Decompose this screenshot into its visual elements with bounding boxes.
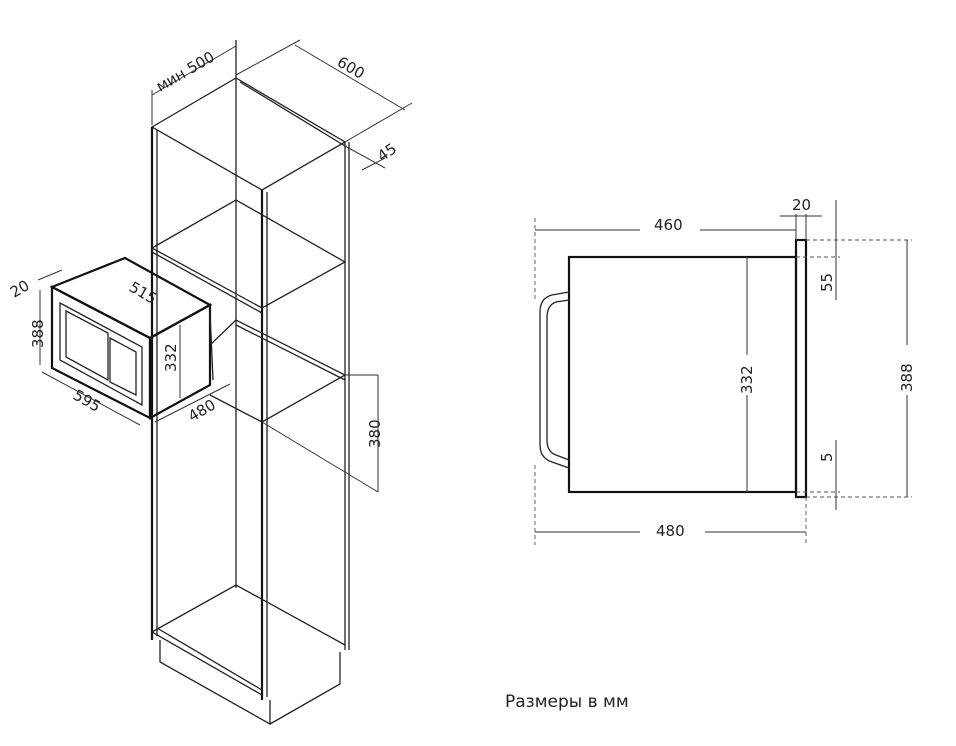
- dim-label-380: 380: [366, 419, 384, 448]
- dim-label-388: 388: [29, 319, 47, 348]
- side-label-5: 5: [818, 452, 836, 462]
- dim-label-515: 515: [126, 278, 160, 308]
- units-caption: Размеры в мм: [505, 692, 629, 712]
- dim-label-min500: мин 500: [153, 48, 218, 96]
- microwave-iso: 388 20 515 332 595 480: [7, 256, 231, 426]
- dim-label-480-iso: 480: [185, 396, 219, 426]
- side-label-20: 20: [792, 196, 811, 214]
- dim-label-332: 332: [162, 343, 180, 372]
- side-label-55: 55: [818, 273, 836, 292]
- side-label-332: 332: [738, 365, 756, 394]
- side-label-460: 460: [654, 216, 683, 234]
- cabinet: мин 500 600 45 380: [150, 39, 413, 726]
- side-label-388: 388: [898, 363, 916, 392]
- side-view: 460 20 55 332 388 5 480: [534, 196, 916, 545]
- dim-label-20: 20: [7, 276, 33, 301]
- side-label-480: 480: [656, 522, 685, 540]
